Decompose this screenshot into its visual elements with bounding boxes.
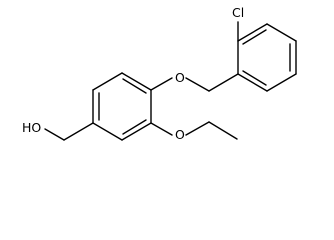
benzyl-ch2-bond — [63, 122, 94, 141]
hydroxyl-label: HO — [22, 120, 41, 135]
ether-oxygen-label: O — [175, 70, 185, 85]
ring-bond — [266, 23, 297, 42]
ring-bond — [92, 72, 123, 91]
ch2-oh-bond — [44, 128, 65, 141]
ring-bond — [237, 73, 268, 92]
ch2-chlorophenyl-bond — [208, 73, 239, 92]
ring-double-bond-inner — [242, 29, 267, 45]
chlorine-label: Cl — [232, 5, 244, 20]
ring-double-bond-inner — [122, 78, 147, 94]
chemical-structure: Cl O O HO — [22, 5, 297, 142]
chlorophenyl-ring — [237, 23, 297, 92]
ethoxy-ch2-bond — [185, 121, 210, 136]
ether-ch2-bond — [185, 77, 210, 92]
ethoxy-oxygen-label: O — [175, 127, 185, 142]
ring-bond — [121, 72, 152, 91]
ring-bond — [266, 73, 297, 92]
ring-double-bond-inner — [122, 119, 147, 135]
ring-bond — [237, 23, 268, 42]
ring-ethoxy-oxygen-bond — [150, 122, 173, 136]
benzyl-ring — [92, 72, 152, 141]
ring-ether-oxygen-bond — [150, 77, 173, 91]
ring-bond — [121, 122, 152, 141]
ethoxy-ch3-bond — [208, 121, 238, 140]
ring-double-bond-inner — [242, 70, 267, 86]
ring-bond — [92, 122, 123, 141]
